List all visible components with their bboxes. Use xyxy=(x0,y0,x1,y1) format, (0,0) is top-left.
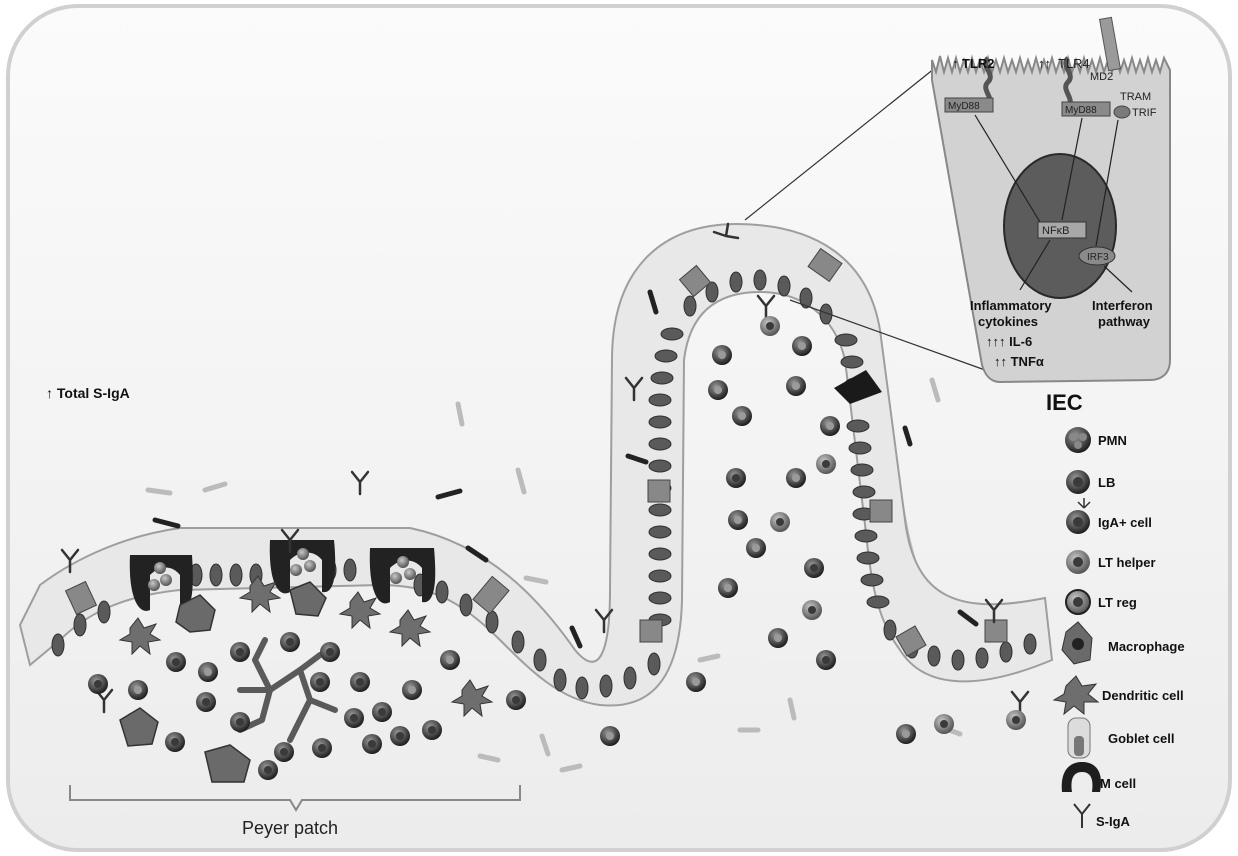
iec-label: IEC xyxy=(1046,390,1083,415)
cell-nucleus xyxy=(446,656,454,664)
tlr4-label: TLR4 xyxy=(1058,56,1090,71)
cell-nucleus xyxy=(822,460,830,468)
cell-nucleus xyxy=(236,718,244,726)
cell-nucleus xyxy=(378,708,386,716)
cell-nucleus xyxy=(350,714,358,722)
lt-helper-icon xyxy=(1066,550,1090,574)
cell-nucleus xyxy=(204,668,212,676)
cell-nucleus xyxy=(318,744,326,752)
legend-label-lt-reg: LT reg xyxy=(1098,595,1137,610)
tram-label: TRAM xyxy=(1120,91,1151,103)
legend-label-s-iga: S-IgA xyxy=(1096,814,1131,829)
cell-nucleus xyxy=(776,518,784,526)
legend-label-macrophage: Macrophage xyxy=(1108,639,1185,654)
goblet-cell-icon xyxy=(1068,718,1090,758)
cell-nucleus xyxy=(1012,716,1020,724)
tlr4-arrow: ↑↑ xyxy=(1038,56,1051,71)
cell-nucleus xyxy=(264,766,272,774)
md2-label: MD2 xyxy=(1090,71,1113,83)
cell-nucleus xyxy=(368,740,376,748)
cell-nucleus xyxy=(752,544,760,552)
cell-nucleus xyxy=(774,634,782,642)
cell-nucleus xyxy=(316,678,324,686)
il6-label: ↑↑↑ IL-6 xyxy=(986,334,1032,349)
cell-nucleus xyxy=(202,698,210,706)
trif-shape xyxy=(1114,106,1130,118)
cell-nucleus xyxy=(718,351,726,359)
inflammatory-label-1: Inflammatory xyxy=(970,298,1052,313)
legend-label-lb: LB xyxy=(1098,475,1115,490)
cell-nucleus xyxy=(724,584,732,592)
cell-nucleus xyxy=(94,680,102,688)
myd88-right-label: MyD88 xyxy=(1065,105,1097,116)
cell-nucleus xyxy=(171,738,179,746)
trif-label: TRIF xyxy=(1132,107,1157,119)
legend-label-iga-cell: IgA+ cell xyxy=(1098,515,1152,530)
legend-label-lt-helper: LT helper xyxy=(1098,555,1156,570)
cell-nucleus xyxy=(606,732,614,740)
irf3-label: IRF3 xyxy=(1087,252,1109,263)
cell-nucleus xyxy=(286,638,294,646)
legend-label-goblet-cell: Goblet cell xyxy=(1108,731,1174,746)
cell-nucleus xyxy=(356,678,364,686)
tlr2-label: TLR2 xyxy=(962,56,995,71)
cell-nucleus xyxy=(428,726,436,734)
cell-nucleus xyxy=(792,474,800,482)
cell-nucleus xyxy=(396,732,404,740)
cell-nucleus xyxy=(766,322,774,330)
total-siga-label: ↑ Total S-IgA xyxy=(46,385,130,401)
nfkb-label: NFκB xyxy=(1042,225,1070,237)
legend-label-m-cell: M cell xyxy=(1100,776,1136,791)
cell-nucleus xyxy=(792,382,800,390)
cell-nucleus xyxy=(172,658,180,666)
cell-nucleus xyxy=(134,686,142,694)
cell-nucleus xyxy=(798,342,806,350)
interferon-label-2: pathway xyxy=(1098,314,1151,329)
legend-label-dendritic-cell: Dendritic cell xyxy=(1102,688,1184,703)
cell-nucleus xyxy=(826,422,834,430)
cell-nucleus xyxy=(732,474,740,482)
cell-nucleus xyxy=(714,386,722,394)
legend-label-pmn: PMN xyxy=(1098,433,1127,448)
cell-nucleus xyxy=(822,656,830,664)
lb-icon xyxy=(1066,470,1090,494)
cell-nucleus xyxy=(408,686,416,694)
pmn-icon xyxy=(1065,427,1091,453)
tnfa-label: ↑↑ TNFα xyxy=(994,354,1044,369)
inflammatory-label-2: cytokines xyxy=(978,314,1038,329)
cell-nucleus xyxy=(902,730,910,738)
peyer-patch-label: Peyer patch xyxy=(242,818,338,838)
cell-nucleus xyxy=(326,648,334,656)
tlr2-arrow: ↑ xyxy=(952,56,959,71)
lt-reg-icon xyxy=(1066,590,1090,614)
cell-nucleus xyxy=(236,648,244,656)
cell-nucleus xyxy=(808,606,816,614)
cell-nucleus xyxy=(512,696,520,704)
cell-nucleus xyxy=(738,412,746,420)
myd88-left-label: MyD88 xyxy=(948,101,980,112)
cell-nucleus xyxy=(940,720,948,728)
cell-nucleus xyxy=(280,748,288,756)
cell-nucleus xyxy=(692,678,700,686)
interferon-label-1: Interferon xyxy=(1092,298,1153,313)
cell-nucleus xyxy=(734,516,742,524)
cell-nucleus xyxy=(810,564,818,572)
